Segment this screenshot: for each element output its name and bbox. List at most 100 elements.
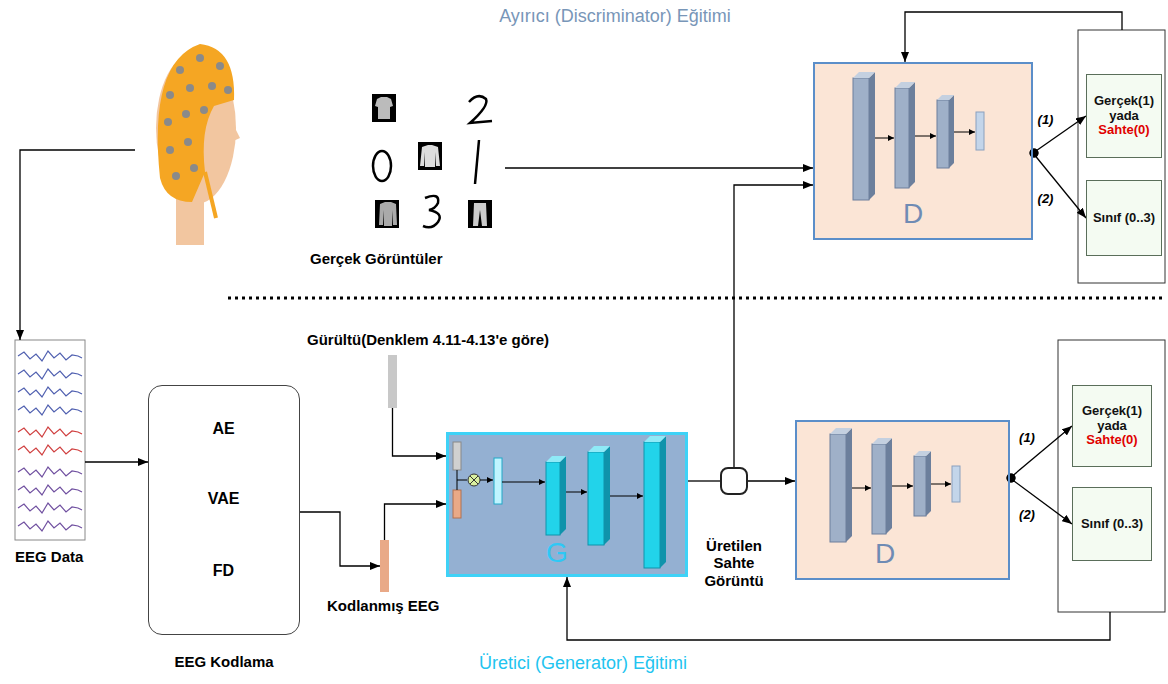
node-label: Üretilen Sahte Görüntü (694, 537, 774, 589)
output-box: Sınıf (0..3) (1086, 180, 1162, 256)
feedback-wire (20, 150, 135, 340)
eeg-signal (18, 485, 82, 495)
connector (385, 504, 447, 540)
divider-line (228, 297, 1165, 300)
connector (85, 461, 148, 462)
discriminator-layers (931, 484, 951, 485)
node-label: FD (149, 562, 298, 580)
output-box: Gerçek(1) yadaSahte(0) (1072, 385, 1152, 467)
generator-layers (588, 452, 604, 545)
connector (505, 167, 813, 168)
connector (748, 480, 795, 481)
generator-box: G (446, 432, 688, 577)
discriminator-layers (909, 82, 915, 188)
node-label: Kodlanmış EEG (327, 597, 440, 614)
node-label: Gürültü(Denklem 4.11-4.13'e göre) (307, 331, 549, 348)
generator-layers (546, 462, 560, 535)
output-panel (1058, 30, 1165, 612)
discriminator-layers (926, 451, 931, 516)
discriminator-box: D (813, 62, 1033, 240)
node-label: Sınıf (0..3) (1093, 211, 1155, 226)
discriminator-layers (872, 438, 892, 444)
generator-layers (604, 446, 610, 545)
eeg-data: EEG Data (15, 340, 85, 540)
generator-layers (588, 446, 610, 452)
generator-layers (480, 480, 493, 481)
sample-images (423, 196, 440, 227)
discriminator-layers (869, 72, 875, 200)
eeg-head (190, 164, 198, 172)
discriminator-layers (915, 136, 936, 137)
eeg-signal (15, 340, 85, 540)
eeg-head (166, 146, 174, 154)
eeg-head (166, 91, 174, 99)
generator-layers (470, 476, 478, 484)
node-label: EEG Data (15, 548, 83, 565)
discriminator-layers (872, 444, 886, 534)
generator-layers (446, 432, 688, 577)
sample-images (468, 200, 492, 228)
edge-label: (2) (1036, 192, 1056, 206)
noise-vector: Gürültü(Denklem 4.11-4.13'e göre) (388, 355, 397, 408)
output-panel (1058, 340, 1165, 612)
connector (393, 408, 447, 456)
eeg-head (156, 44, 240, 245)
eeg-signal (18, 405, 82, 415)
eeg-head (231, 120, 240, 142)
sample-images (372, 94, 492, 228)
eeg-signal (18, 427, 82, 437)
output-box: Sınıf (0..3) (1072, 487, 1152, 561)
generator-layers (546, 456, 566, 462)
generator-layers (566, 492, 587, 493)
output-box: Gerçek(1) yadaSahte(0) (1086, 74, 1162, 158)
discriminator-layers (914, 451, 931, 456)
sample-images (469, 96, 492, 123)
connector (1010, 426, 1072, 478)
sample-images (375, 200, 399, 228)
sample-images (375, 97, 393, 119)
discriminator-layers (795, 420, 1010, 580)
split-dot (1007, 474, 1016, 483)
eeg-head (200, 106, 208, 114)
node-label: AE (149, 420, 298, 438)
node-label: G (546, 539, 568, 567)
output-panel (1078, 30, 1165, 283)
discriminator-layers (795, 62, 1033, 580)
node-label: Sahte(0) (1086, 433, 1137, 448)
sample-images (372, 94, 396, 122)
eeg-signal (18, 521, 82, 531)
discriminator-layers (892, 486, 913, 487)
eeg-head (224, 86, 232, 94)
section-title: Ayırıcı (Discriminator) Eğitimi (415, 6, 815, 27)
split-dot (1030, 149, 1039, 158)
eeg-head (164, 118, 172, 126)
discriminator-layers (853, 72, 875, 78)
generator-layers (560, 456, 566, 535)
discriminator-layers (976, 112, 984, 150)
discriminator-layers (853, 78, 869, 200)
node-label: VAE (149, 490, 298, 508)
feedback-wire (567, 577, 1110, 640)
eeg-head (208, 82, 216, 90)
node-label: Gerçek(1) yada (1090, 94, 1158, 124)
eeg-head (216, 62, 224, 70)
eeg-head (205, 172, 216, 218)
encoder-box: AEVAEFDEEG Kodlama (148, 385, 300, 635)
sample-images (473, 203, 487, 226)
feedback-wire (905, 12, 1122, 62)
eeg-head (182, 110, 190, 118)
eeg-signal (18, 369, 82, 379)
encoded-vector: Kodlanmış EEG (380, 540, 389, 592)
generator-layers (468, 474, 480, 486)
generator-layers (502, 482, 545, 483)
generator-layers (610, 496, 643, 497)
discriminator-layers (830, 428, 852, 434)
node-label: D (903, 200, 923, 228)
eeg-signal (18, 467, 82, 477)
discriminator-layers (937, 95, 954, 100)
generator-layers (660, 436, 666, 568)
feedback-wire (20, 12, 1122, 640)
generator-layers (453, 490, 461, 518)
generator-layers (470, 476, 478, 484)
